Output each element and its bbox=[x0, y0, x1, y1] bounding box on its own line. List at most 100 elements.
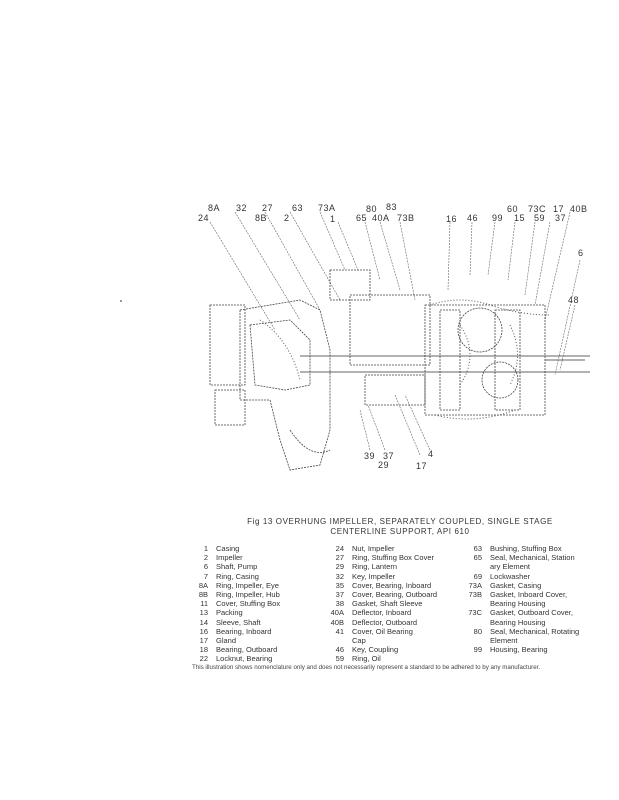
part-name: Casing bbox=[216, 544, 240, 553]
leader-lines bbox=[209, 211, 581, 456]
parts-list-item: 14 Sleeve, Shaft bbox=[186, 618, 280, 627]
parts-list-item: 18 Bearing, Outboard bbox=[186, 645, 280, 654]
callout: 39 bbox=[364, 451, 376, 461]
callout: 99 bbox=[492, 213, 504, 223]
part-name: Ring, Impeller, Eye bbox=[216, 580, 279, 590]
callout: 8A bbox=[208, 203, 221, 213]
callout: 8B bbox=[255, 213, 268, 223]
callout: 4 bbox=[428, 449, 434, 459]
part-number: 80 bbox=[473, 626, 482, 636]
part-number: 14 bbox=[199, 617, 208, 627]
part-number: 63 bbox=[473, 544, 482, 553]
footnote: This illustration shows nomenclature onl… bbox=[192, 664, 541, 671]
part-number: 27 bbox=[335, 553, 344, 563]
part-number: 35 bbox=[335, 580, 344, 590]
part-number: 46 bbox=[335, 645, 344, 655]
part-name: Seal, Mechanical, Station bbox=[490, 553, 575, 563]
part-name: Locknut, Bearing bbox=[216, 654, 273, 664]
part-number: 65 bbox=[473, 553, 482, 563]
callout: 17 bbox=[416, 461, 428, 471]
parts-list-item: 32 Key, Impeller bbox=[322, 572, 437, 581]
part-number: 32 bbox=[335, 571, 344, 581]
part-number: 6 bbox=[203, 562, 208, 572]
part-name: Deflector, Inboard bbox=[352, 608, 412, 618]
callout: 6 bbox=[578, 248, 584, 258]
part-number: 41 bbox=[335, 626, 344, 636]
parts-list-item: 40A Deflector, Inboard bbox=[322, 608, 437, 617]
callout: 48 bbox=[568, 295, 580, 305]
parts-list-item: 41 Cover, Oil Bearing bbox=[322, 627, 437, 636]
figure-caption-line2: CENTERLINE SUPPORT, API 610 bbox=[330, 527, 470, 536]
callout: 37 bbox=[383, 451, 395, 461]
part-name: Sleeve, Shaft bbox=[216, 617, 261, 627]
part-number: 7 bbox=[203, 571, 208, 581]
bearing-housing bbox=[329, 269, 546, 416]
part-number: 16 bbox=[199, 626, 208, 636]
part-name: Ring, Oil bbox=[352, 654, 381, 664]
part-name: Gland bbox=[216, 636, 237, 646]
part-number: 8B bbox=[198, 590, 208, 600]
part-name-continued: Bearing Housing bbox=[490, 617, 546, 627]
part-name: Seal, Mechanical, Rotating bbox=[490, 626, 580, 636]
part-name-continued: Bearing Housing bbox=[490, 599, 546, 609]
parts-list-item: 7 Ring, Casing bbox=[186, 572, 280, 581]
part-name: Bearing, Outboard bbox=[216, 645, 278, 655]
part-number: 11 bbox=[200, 599, 208, 609]
part-number: 37 bbox=[335, 590, 344, 600]
stipple bbox=[259, 299, 551, 420]
part-number: 40A bbox=[330, 608, 344, 618]
part-name: Cover, Bearing, Outboard bbox=[352, 590, 438, 600]
callout: 40A bbox=[372, 213, 390, 223]
part-number: 69 bbox=[473, 571, 482, 581]
pump-cross-section-drawing bbox=[209, 211, 590, 471]
part-name: Gasket, Outboard Cover, bbox=[490, 608, 573, 618]
callout: 27 bbox=[262, 203, 274, 213]
part-name: Cover, Oil Bearing bbox=[352, 626, 413, 636]
parts-list-item: 65 Seal, Mechanical, Station bbox=[460, 553, 579, 562]
part-name: Gasket, Shaft Sleeve bbox=[352, 599, 423, 609]
part-name: Ring, Impeller, Hub bbox=[216, 590, 280, 600]
part-number: 8A bbox=[198, 580, 208, 590]
callout: 73B bbox=[397, 213, 415, 223]
part-name: Deflector, Outboard bbox=[352, 617, 418, 627]
casing bbox=[209, 299, 331, 471]
part-name: Key, Coupling bbox=[352, 645, 399, 655]
part-name: Key, Impeller bbox=[352, 571, 396, 581]
part-number: 99 bbox=[473, 645, 482, 655]
callout: 73A bbox=[318, 203, 336, 213]
part-name: Shaft, Pump bbox=[216, 562, 258, 572]
callout: 32 bbox=[236, 203, 248, 213]
callout: 63 bbox=[292, 203, 304, 213]
parts-list-item: 8B Ring, Impeller, Hub bbox=[186, 590, 280, 599]
part-name: Bearing, Inboard bbox=[216, 626, 272, 636]
callout: 60 bbox=[507, 204, 519, 214]
parts-list-item: 16 Bearing, Inboard bbox=[186, 627, 280, 636]
parts-list-item: 6 Shaft, Pump bbox=[186, 562, 280, 571]
part-name-continued: ary Element bbox=[490, 562, 531, 572]
part-name: Cover, Bearing, Inboard bbox=[352, 580, 432, 590]
part-name: Bushing, Stuffing Box bbox=[490, 544, 562, 553]
callout: 46 bbox=[467, 213, 479, 223]
callout: 59 bbox=[534, 213, 546, 223]
parts-list-item: 35 Cover, Bearing, Inboard bbox=[322, 581, 437, 590]
part-name: Ring, Casing bbox=[216, 571, 259, 581]
part-number: 2 bbox=[203, 553, 208, 563]
part-number: 73B bbox=[468, 590, 482, 600]
part-name-continued: Cap bbox=[352, 636, 366, 646]
part-number: 18 bbox=[199, 645, 208, 655]
part-number: 73A bbox=[468, 580, 482, 590]
part-number: 59 bbox=[335, 654, 344, 664]
part-name: Lockwasher bbox=[490, 571, 531, 581]
part-name: Nut, Impeller bbox=[352, 544, 395, 553]
callout: 1 bbox=[330, 214, 336, 224]
